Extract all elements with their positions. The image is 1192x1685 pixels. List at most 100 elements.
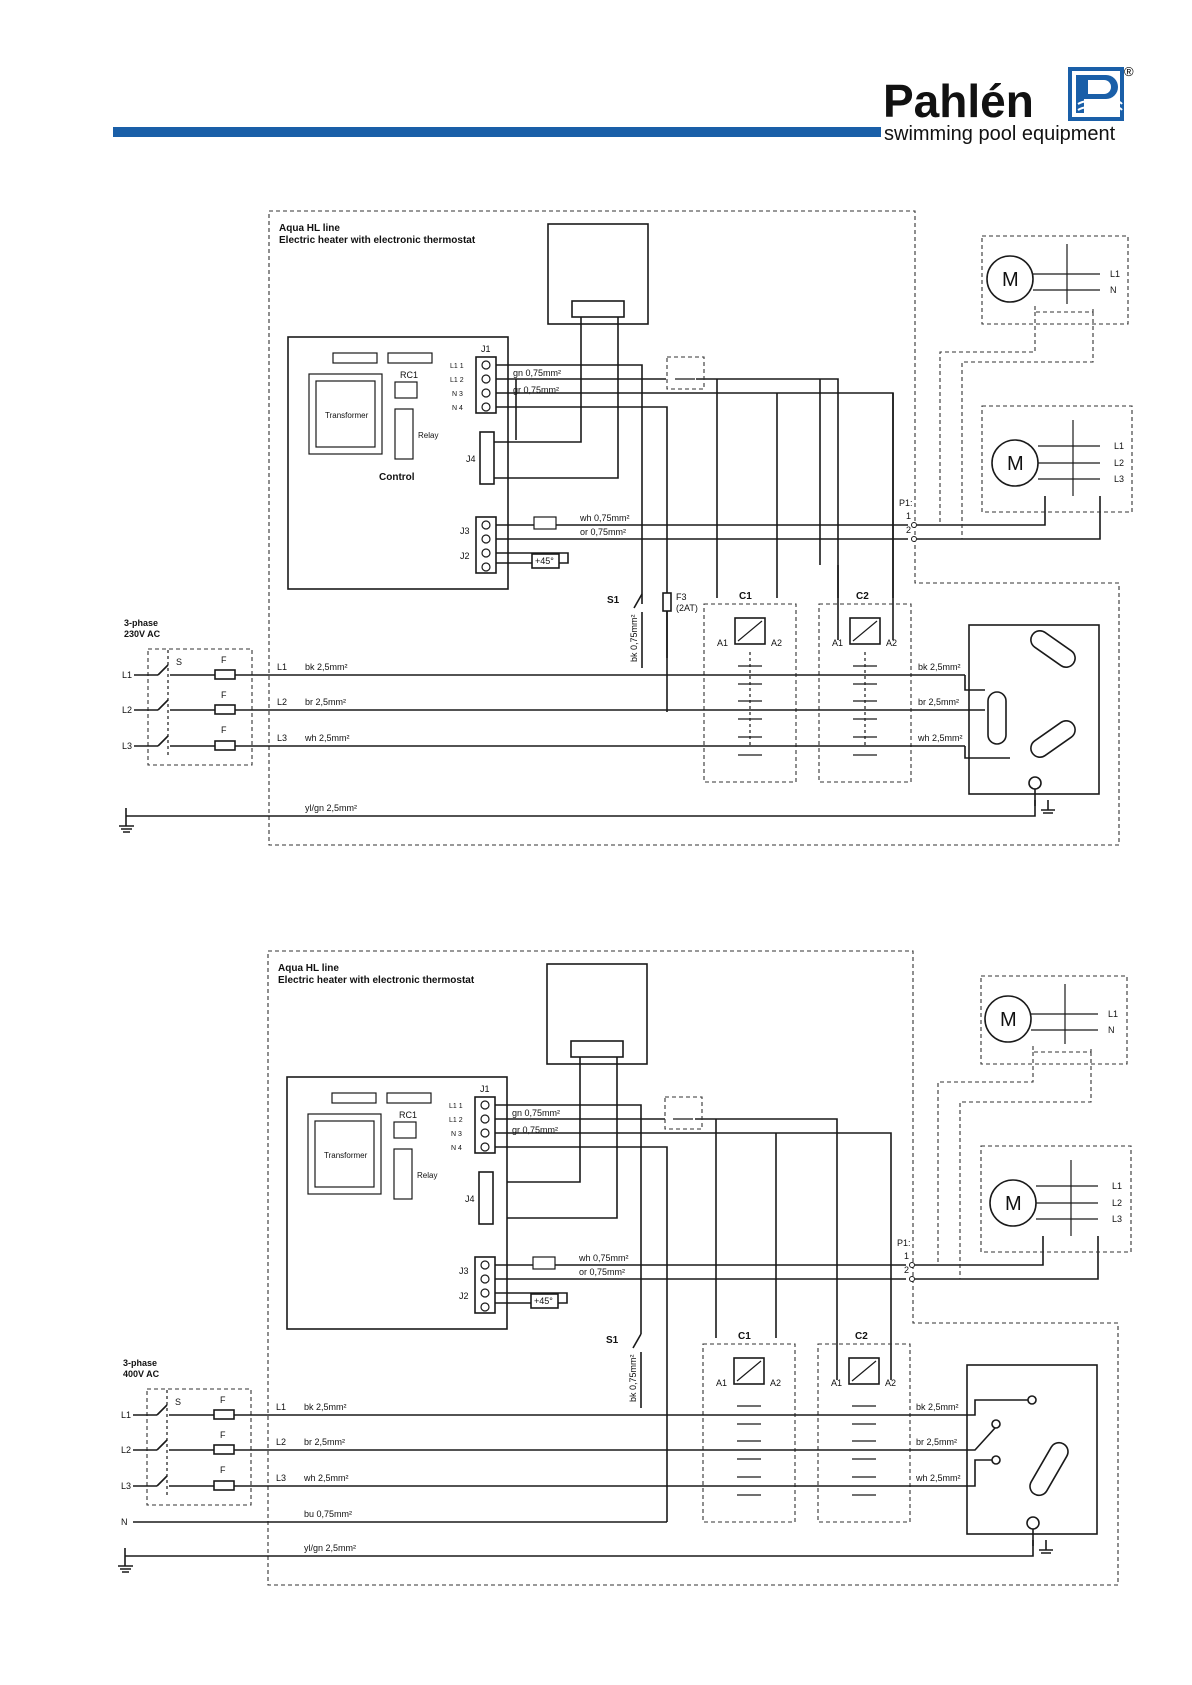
heater-element-box-2 — [966, 1364, 1098, 1535]
thermostat-45-label-2: +45° — [534, 1296, 553, 1306]
heater-coils — [987, 630, 1076, 758]
motor-2-l2: L2 — [1114, 458, 1124, 468]
out-br-label-2: br 2,5mm² — [916, 1437, 957, 1447]
transformer-box — [308, 373, 383, 455]
wire-ylgn-label: yl/gn 2,5mm² — [305, 803, 357, 813]
input-l2-2: L2 — [121, 1445, 131, 1455]
motor-3-m: M — [1000, 1009, 1017, 1031]
s1-label: S1 — [607, 595, 620, 606]
out-br-label: br 2,5mm² — [918, 697, 959, 707]
wire-gn-label: gn 0,75mm² — [513, 368, 561, 378]
input-n: N — [121, 1517, 128, 1527]
relay-label-2: Relay — [417, 1171, 437, 1180]
motor-4-l2: L2 — [1112, 1198, 1122, 1208]
input-l1: L1 — [122, 670, 132, 680]
j1-pin-3: N 3 — [452, 391, 463, 398]
heater-l1-label: L1 — [277, 662, 287, 672]
motor-2-l1: L1 — [1114, 441, 1124, 451]
dashed-link-box — [666, 356, 705, 390]
wire-gn-label-2: gn 0,75mm² — [512, 1108, 560, 1118]
heater-l3-label: L3 — [277, 733, 287, 743]
fuse-f-label-3: F — [221, 725, 227, 735]
fuse-f-label-1: F — [221, 655, 227, 665]
motor-1-m: M — [1002, 269, 1019, 291]
input-l3-2: L3 — [121, 1481, 131, 1491]
heater2-l3-label: L3 — [276, 1473, 286, 1483]
motor-3-n: N — [1108, 1025, 1115, 1035]
motor-2-m: M — [1007, 453, 1024, 475]
diagram-title-2: Aqua HL line — [278, 963, 339, 974]
switch-s-label-2: S — [175, 1397, 181, 1407]
wiring-diagram-400v: Aqua HL line Electric heater with electr… — [118, 950, 1132, 1586]
fuse-f-label-4: F — [220, 1395, 226, 1405]
control-board — [287, 336, 509, 590]
fuse-f-label-6: F — [220, 1465, 226, 1475]
rc1-label: RC1 — [400, 370, 418, 380]
p1-label: P1: — [899, 498, 913, 508]
heater-element-box — [968, 624, 1100, 795]
out-bk-label-2: bk 2,5mm² — [916, 1402, 959, 1412]
c2-a2-2: A2 — [885, 1378, 896, 1388]
out-wh-label: wh 2,5mm² — [917, 733, 963, 743]
p1-label-2: P1: — [897, 1238, 911, 1248]
wire-bk-label-2: bk 2,5mm² — [304, 1402, 347, 1412]
j4-connector — [479, 431, 495, 485]
brand-name: Pahlén — [883, 75, 1034, 127]
motor-4-l3: L3 — [1112, 1214, 1122, 1224]
j2-label-2: J2 — [459, 1291, 469, 1301]
control-board-2 — [286, 1076, 508, 1330]
f3-rating: (2AT) — [676, 603, 698, 613]
wire-or-label: or 0,75mm² — [580, 527, 626, 537]
fuse-f3 — [662, 592, 672, 612]
control-label: Control — [379, 472, 415, 483]
s1-label-2: S1 — [606, 1335, 619, 1346]
supply-label-1a: 3-phase — [124, 618, 158, 628]
c1-label-2: C1 — [738, 1331, 751, 1342]
supply-label-1b: 230V AC — [124, 629, 161, 639]
page-header: Pahlén ® swimming pool equipment — [113, 64, 1134, 145]
flow-switch-icon — [533, 516, 557, 530]
c2-a1-2: A1 — [831, 1378, 842, 1388]
j3-label: J3 — [460, 526, 470, 536]
j3-j2-screws — [481, 520, 491, 572]
motor-3-l1: L1 — [1108, 1009, 1118, 1019]
motor-2-l3: L3 — [1114, 474, 1124, 484]
wire-bu-label: bu 0,75mm² — [304, 1509, 352, 1519]
j3-j2-terminal — [475, 516, 497, 574]
c1-label: C1 — [739, 591, 752, 602]
heater2-l1-label: L1 — [276, 1402, 286, 1412]
transformer-label-2: Transformer — [324, 1151, 368, 1160]
p1-pin-2-2: 2 — [904, 1265, 909, 1275]
c1-a2: A2 — [771, 638, 782, 648]
heater-l2-label: L2 — [277, 697, 287, 707]
input-l2: L2 — [122, 705, 132, 715]
contactor-contacts — [738, 665, 877, 756]
motor-1-n: N — [1110, 285, 1117, 295]
thermostat-45-box — [531, 553, 560, 569]
wire-gr-label: gr 0,75mm² — [513, 385, 559, 395]
supply-label-2b: 400V AC — [123, 1369, 160, 1379]
supply-label-2a: 3-phase — [123, 1358, 157, 1368]
wire-wh-label: wh 2,5mm² — [304, 733, 350, 743]
j1-pin-2: L1 2 — [450, 377, 464, 384]
contactor-c1 — [703, 603, 797, 783]
out-wh-label-2: wh 2,5mm² — [915, 1473, 961, 1483]
wire-wh-small-label-2: wh 0,75mm² — [578, 1253, 629, 1263]
wire-bk-small-label: bk 0,75mm² — [629, 614, 639, 662]
switch-s-label: S — [176, 657, 182, 667]
j1-pin-4-2: N 4 — [451, 1145, 462, 1152]
j1-terminal — [475, 356, 497, 414]
brand-tagline: swimming pool equipment — [884, 123, 1116, 145]
main-switch-enclosure — [147, 648, 253, 766]
relay-box — [394, 408, 414, 460]
p1-pin-1-2: 1 — [904, 1251, 909, 1261]
c2-label-2: C2 — [855, 1331, 868, 1342]
j2-label: J2 — [460, 551, 470, 561]
p1-pin-2: 2 — [906, 525, 911, 535]
motor-4-l1: L1 — [1112, 1181, 1122, 1191]
motor-2-enclosure — [981, 405, 1133, 513]
heater2-l2-label: L2 — [276, 1437, 286, 1447]
rc1-label-2: RC1 — [399, 1110, 417, 1120]
c1-a1: A1 — [717, 638, 728, 648]
j1-pin-4: N 4 — [452, 405, 463, 412]
